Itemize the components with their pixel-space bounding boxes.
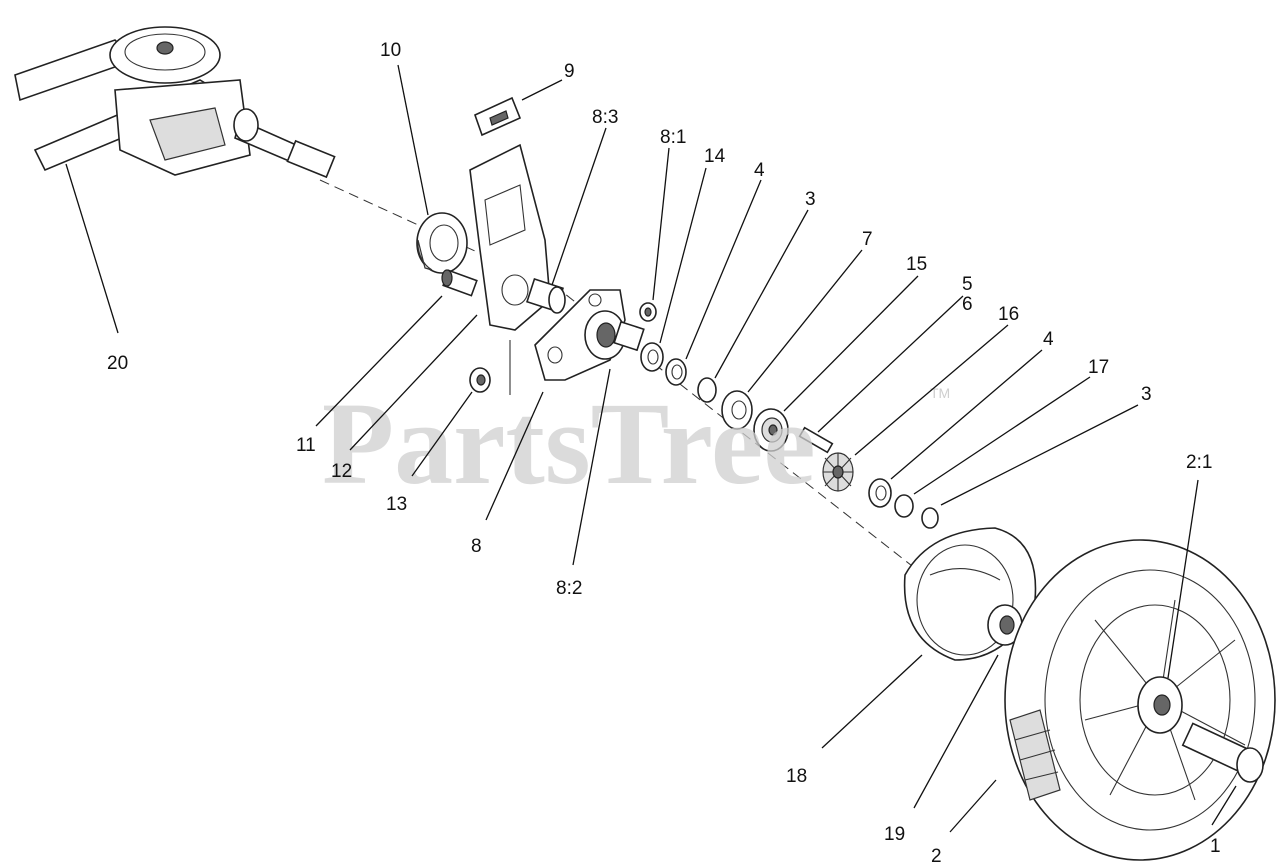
callout-11: 11	[296, 435, 316, 456]
part-1-bolt	[1181, 722, 1264, 783]
callout-8-1: 8:1	[660, 127, 686, 148]
callout-16: 16	[998, 304, 1019, 325]
callout-10: 10	[380, 40, 401, 61]
callout-8: 8	[471, 536, 482, 557]
callout-19: 19	[884, 824, 905, 845]
part-13-nut	[469, 367, 491, 393]
part-2-1-hub	[1137, 676, 1183, 734]
part-4-washer-b	[868, 478, 892, 508]
part-20-transmission	[14, 26, 336, 179]
part-11-bolt	[441, 269, 478, 297]
part-4-washer-a	[665, 358, 687, 386]
part-9-cap	[474, 96, 522, 137]
callout-20: 20	[107, 353, 128, 374]
part-15-bearing	[753, 408, 789, 452]
callout-2: 2	[931, 846, 942, 865]
part-10-bearing	[416, 212, 468, 274]
callout-8-2: 8:2	[556, 578, 582, 599]
callout-12: 12	[331, 461, 352, 482]
callout-4-b: 4	[1043, 329, 1054, 350]
callout-18: 18	[786, 766, 807, 787]
callout-9: 9	[564, 61, 575, 82]
callout-4-a: 4	[754, 160, 765, 181]
callout-3-b: 3	[1141, 384, 1152, 405]
part-8-1-bolt	[639, 302, 657, 322]
part-17-bushing	[894, 494, 914, 518]
callout-2-1: 2:1	[1186, 452, 1212, 473]
watermark-tm: TM	[930, 385, 950, 401]
watermark: PartsTree TM	[322, 378, 950, 509]
callout-8-3: 8:3	[592, 107, 618, 128]
part-3-ring-b	[921, 507, 939, 529]
part-5-6-pin	[798, 426, 834, 454]
callout-5: 5	[962, 274, 973, 295]
leader-lines	[65, 64, 1237, 833]
callout-1: 1	[1210, 836, 1221, 857]
part-12-bracket	[469, 143, 551, 395]
callout-labels: 10 9 8:3 8:1 14 4 3 7 15 5 6 16 4 17 3 2…	[107, 40, 1221, 865]
callout-14: 14	[704, 146, 726, 167]
callout-7: 7	[862, 229, 873, 250]
callout-13: 13	[386, 494, 407, 515]
part-8-3-spacer	[526, 277, 566, 314]
part-14-washer	[640, 342, 664, 372]
callout-3-a: 3	[805, 189, 816, 210]
part-3-ring-a	[697, 377, 717, 403]
callout-6: 6	[962, 294, 973, 315]
part-8-2-hub	[584, 310, 645, 360]
callout-15: 15	[906, 254, 927, 275]
part-7-washer	[721, 390, 753, 430]
callout-17: 17	[1088, 357, 1109, 378]
watermark-text: PartsTree	[322, 378, 816, 509]
part-16-gear	[822, 452, 854, 492]
